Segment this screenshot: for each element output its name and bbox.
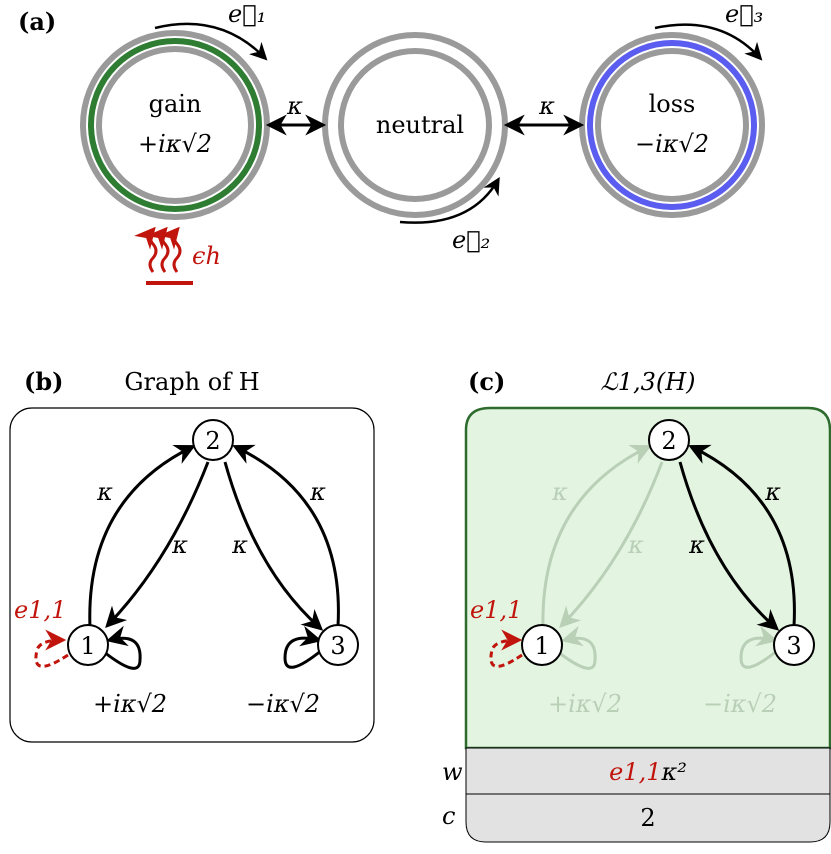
gain-value: +iκ√2 xyxy=(138,130,212,158)
loss-text: loss xyxy=(649,90,696,118)
w-value: e1,1κ² xyxy=(609,758,687,786)
e1-label: e⃗₁ xyxy=(228,0,266,28)
node-3-label: 3 xyxy=(330,632,345,660)
self1-label: +iκ√2 xyxy=(93,690,167,718)
c-label: c xyxy=(442,802,455,830)
loss-inner-ring xyxy=(595,48,749,202)
w-label: w xyxy=(442,758,463,786)
self-loop-1-faded xyxy=(557,625,597,670)
self1-c-label: +iκ√2 xyxy=(548,690,622,718)
panel-c-title: ℒ1,3(H) xyxy=(600,368,695,396)
node-3-c-label: 3 xyxy=(786,632,801,660)
k32-c-label: κ xyxy=(764,478,781,506)
panel-b-label: (b) xyxy=(24,367,64,396)
node-2-c-label: 2 xyxy=(661,427,676,455)
loss-resonator: loss −iκ√2 xyxy=(579,32,765,218)
e11-c-label: e1,1 xyxy=(470,596,522,624)
w-row xyxy=(465,747,831,795)
k12-label: κ xyxy=(96,478,113,506)
node-1-c xyxy=(521,624,563,666)
coupling-right-label: κ xyxy=(538,92,555,120)
neutral-text: neutral xyxy=(376,111,464,139)
edge-2-to-3 xyxy=(223,461,324,631)
e2-arrow xyxy=(399,176,500,224)
k23-label: κ xyxy=(231,531,248,559)
panel-a-label: (a) xyxy=(18,7,56,36)
node-1-c-label: 1 xyxy=(534,632,549,660)
self3-c-label: −iκ√2 xyxy=(703,690,777,718)
self-loop-1 xyxy=(103,625,142,670)
loss-value: −iκ√2 xyxy=(635,130,709,158)
neutral-resonator: neutral xyxy=(322,32,508,218)
edge-2-to-3-active xyxy=(678,461,780,631)
node-3 xyxy=(317,624,359,666)
gain-outer-ring xyxy=(80,30,270,220)
heat-icon xyxy=(134,226,193,285)
w-value-red: e1,1 xyxy=(609,758,661,786)
node-1 xyxy=(67,624,109,666)
edge-3-to-2-active xyxy=(688,444,796,627)
self-loop-e11-c xyxy=(489,629,523,668)
node-1-label: 1 xyxy=(80,632,95,660)
e11-label: e1,1 xyxy=(14,596,66,624)
loss-outer-ring xyxy=(579,32,765,218)
panel-a: (a) gain +iκ√2 neutral loss −iκ√2 κ κ xyxy=(18,0,765,285)
edge-1-to-2 xyxy=(88,445,196,629)
edge-3-to-2 xyxy=(232,444,340,627)
panel-b: (b) Graph of H 2 1 3 κ κ κ κ +iκ√2 −iκ√2… xyxy=(9,367,375,743)
c-value: 2 xyxy=(640,804,655,832)
neutral-inner-ring xyxy=(338,48,492,202)
heat-label: ϵh xyxy=(192,242,221,270)
e2-label: e⃗₂ xyxy=(452,226,490,254)
loss-blue-ring xyxy=(587,40,757,210)
node-2-label: 2 xyxy=(205,427,220,455)
e3-label: e⃗₃ xyxy=(725,0,763,28)
k12-c-label: κ xyxy=(551,478,568,506)
w-value-black: κ² xyxy=(661,758,687,786)
c-row xyxy=(465,793,831,843)
self3-label: −iκ√2 xyxy=(246,690,320,718)
self-loop-3-faded xyxy=(739,625,779,669)
gain-resonator: gain +iκ√2 xyxy=(80,30,270,220)
edge-2-to-1 xyxy=(105,461,210,629)
self-loop-3 xyxy=(283,625,323,669)
e3-arrow xyxy=(654,23,763,61)
coupling-left-label: κ xyxy=(286,92,303,120)
k23-c-label: κ xyxy=(688,531,705,559)
panel-c-label: (c) xyxy=(468,367,505,396)
k21-c-label: κ xyxy=(627,531,644,559)
panel-b-title: Graph of H xyxy=(124,368,259,396)
self-loop-e11 xyxy=(34,629,69,668)
panel-c: (c) ℒ1,3(H) 2 1 3 κ κ κ κ +iκ√2 −iκ√2 e1… xyxy=(442,367,831,843)
gain-inner-ring xyxy=(96,46,254,204)
edge-1-to-2-faded xyxy=(541,444,652,629)
k21-label: κ xyxy=(171,531,188,559)
k32-label: κ xyxy=(309,478,326,506)
node-2-c xyxy=(648,419,690,461)
e1-arrow xyxy=(154,22,268,61)
gain-text: gain xyxy=(149,90,202,118)
node-2 xyxy=(192,419,234,461)
node-3-c xyxy=(773,624,815,666)
gain-green-ring xyxy=(88,38,262,212)
edge-2-to-1-faded xyxy=(559,461,664,629)
